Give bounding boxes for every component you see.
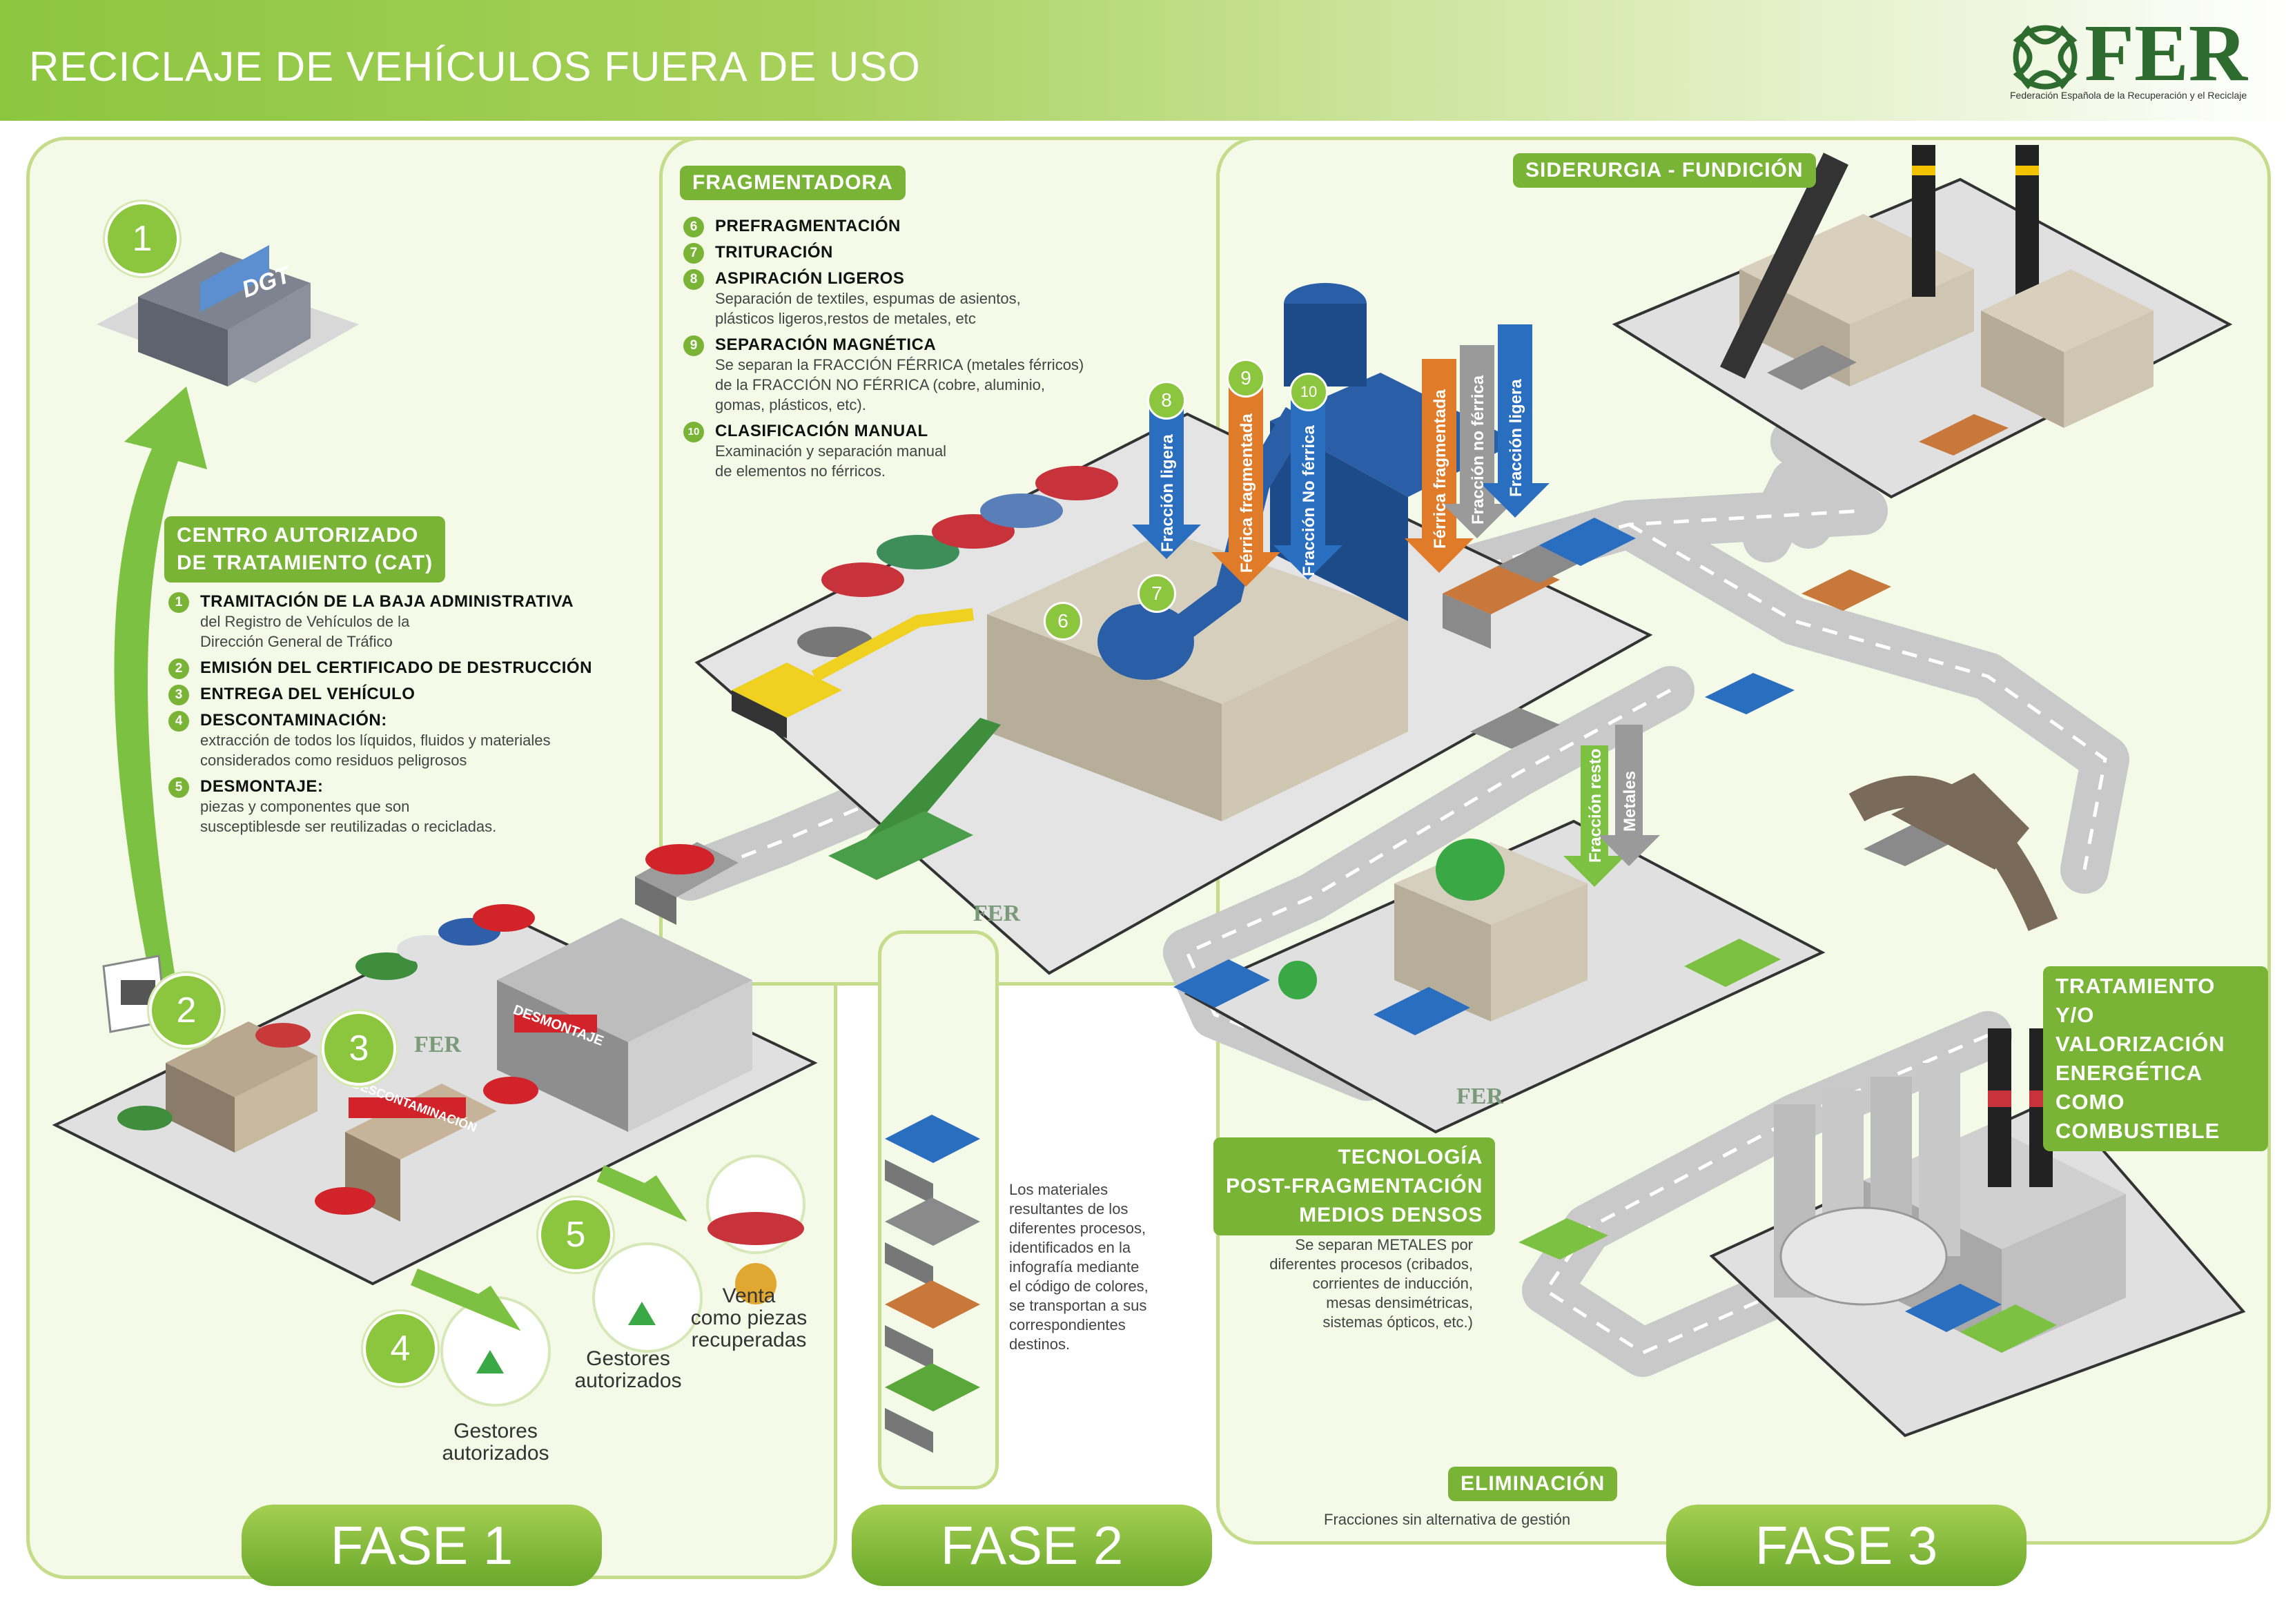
step-8-marker: 8: [1147, 381, 1186, 420]
step-5-marker: 5: [538, 1197, 613, 1272]
label-ferrica-fragmentada-2: Férrica fragmentada: [1431, 389, 1449, 549]
step-number: 6: [683, 217, 704, 237]
step-6-marker: 6: [1044, 602, 1082, 640]
cat-label: CENTRO AUTORIZADO DE TRATAMIENTO (CAT): [164, 516, 446, 583]
step-title: TRITURACIÓN: [715, 243, 833, 262]
eliminacion-description: Fracciones sin alternativa de gestión: [1324, 1511, 1571, 1528]
step-number: 4: [168, 711, 189, 732]
flow-arrow-grey: [1848, 775, 2058, 931]
energy-plant: [1774, 1028, 2126, 1353]
step-title: ENTREGA DEL VEHÍCULO: [200, 685, 416, 703]
cat-step: 2 EMISIÓN DEL CERTIFICADO DE DESTRUCCIÓN: [168, 658, 596, 679]
steel-plant: [1719, 145, 2154, 456]
tecnologia-description: Se separan METALES por diferentes proces…: [1269, 1236, 1473, 1331]
gestores-caption-5: Gestores autorizados: [574, 1347, 682, 1392]
cat-buildings: [166, 918, 752, 1222]
legend-trucks: [885, 1115, 980, 1453]
frag-step: 6 PREFRAGMENTACIÓN: [683, 217, 1166, 237]
step-title: TRAMITACIÓN DE LA BAJA ADMINISTRATIVA: [200, 592, 574, 611]
tratamiento-label: TRATAMIENTO Y/O VALORIZACIÓN ENERGÉTICA …: [2043, 966, 2268, 1151]
cat-step: 3 ENTREGA DEL VEHÍCULO: [168, 685, 596, 705]
logo-text: FER: [2084, 8, 2247, 98]
label-ferrica-fragmentada: Férrica fragmentada: [1238, 413, 1256, 573]
frag-step: 8 ASPIRACIÓN LIGEROS Separación de texti…: [683, 269, 1166, 329]
step-4-marker: 4: [363, 1311, 438, 1386]
cat-step: 5 DESMONTAJE: piezas y componentes que s…: [168, 777, 596, 837]
flow-arrows-phase2: [1132, 324, 1550, 587]
step-1-marker: 1: [105, 202, 179, 276]
step-number: 7: [683, 243, 704, 264]
dgt-building: [97, 245, 359, 387]
step-desc: Examinación y separación manual de eleme…: [715, 442, 947, 480]
fer-watermark-1: FER: [414, 1032, 461, 1057]
label-fraccion-ligera-2: Fracción ligera: [1507, 379, 1525, 497]
step-7-marker: 7: [1137, 574, 1176, 613]
fer-watermark-2: FER: [973, 901, 1020, 926]
arrow-to-gestores: [411, 1269, 521, 1331]
venta-caption: Venta como piezas recuperadas: [690, 1284, 808, 1351]
scrap-cars: [797, 466, 1118, 657]
step-number: 3: [168, 685, 189, 705]
frag-step: 10 CLASIFICACIÓN MANUAL Examinación y se…: [683, 422, 1166, 481]
step-10-marker: 10: [1289, 373, 1328, 411]
label-fraccion-resto: Fracción resto: [1586, 748, 1605, 863]
siderurgia-label: SIDERURGIA - FUNDICIÓN: [1513, 153, 1816, 188]
phase-3-pill: FASE 3: [1666, 1505, 2027, 1586]
step-number: 9: [683, 335, 704, 356]
step-desc: Se separan la FRACCIÓN FÉRRICA (metales …: [715, 356, 1084, 413]
step-2-marker: 2: [149, 973, 224, 1048]
cat-step: 4 DESCONTAMINACIÓN: extracción de todos …: [168, 711, 596, 770]
step-title: DESMONTAJE:: [200, 777, 324, 796]
excavator: [732, 608, 975, 738]
step-number: 2: [168, 658, 189, 679]
step-number: 10: [683, 422, 704, 442]
postfrag-plant: [1173, 725, 1781, 1035]
gestores-caption-4: Gestores autorizados: [442, 1420, 549, 1465]
step-number: 8: [683, 269, 704, 290]
step-number: 1: [168, 592, 189, 613]
parked-cars: [117, 904, 538, 1215]
materials-note: Los materiales resultantes de los difere…: [1009, 1181, 1149, 1353]
step-title: CLASIFICACIÓN MANUAL: [715, 422, 928, 440]
phase-1-pill: FASE 1: [242, 1505, 602, 1586]
eliminacion-label: ELIMINACIÓN: [1448, 1467, 1618, 1501]
fragmentadora-steps-list: 6 PREFRAGMENTACIÓN 7 TRITURACIÓN 8 ASPIR…: [683, 217, 1166, 488]
tecnologia-label: TECNOLOGÍA POST-FRAGMENTACIÓN MEDIOS DEN…: [1213, 1137, 1496, 1235]
frag-step: 9 SEPARACIÓN MAGNÉTICA Se separan la FRA…: [683, 335, 1166, 415]
step-title: PREFRAGMENTACIÓN: [715, 217, 901, 235]
fragmentadora-label: FRAGMENTADORA: [680, 166, 906, 200]
tow-truck: [635, 842, 739, 925]
phase-2-pill: FASE 2: [852, 1505, 1212, 1586]
frag-step: 7 TRITURACIÓN: [683, 243, 1166, 264]
step-title: SEPARACIÓN MAGNÉTICA: [715, 335, 937, 354]
step-desc: piezas y componentes que son susceptible…: [200, 798, 497, 835]
conveyor: [828, 718, 1001, 880]
label-fraccion-no-ferrica: Fracción No férrica: [1300, 425, 1318, 576]
step-desc: del Registro de Vehículos de la Direcció…: [200, 613, 410, 650]
page-title: RECICLAJE DE VEHÍCULOS FUERA DE USO: [29, 43, 921, 90]
logo-subtitle: Federación Española de la Recuperación y…: [2010, 90, 2247, 101]
arrow-to-venta: [596, 1165, 687, 1222]
step-number: 5: [168, 777, 189, 798]
exit-trucks: [1443, 518, 1636, 649]
fer-logo-icon: [2013, 25, 2078, 90]
recycle-circles: [440, 1155, 805, 1407]
cat-step: 1 TRAMITACIÓN DE LA BAJA ADMINISTRATIVA …: [168, 592, 596, 652]
flow-arrow: [114, 387, 207, 994]
label-fraccion-no-ferrica-2: Fracción no férrica: [1469, 375, 1487, 525]
step-desc: extracción de todos los líquidos, fluido…: [200, 732, 551, 769]
header-banner: [0, 0, 2295, 121]
fer-watermark-3: FER: [1456, 1084, 1503, 1109]
step-title: EMISIÓN DEL CERTIFICADO DE DESTRUCCIÓN: [200, 658, 592, 677]
step-title: ASPIRACIÓN LIGEROS: [715, 269, 905, 288]
step-title: DESCONTAMINACIÓN:: [200, 711, 387, 730]
step-3-marker: 3: [322, 1011, 396, 1086]
step-desc: Separación de textiles, espumas de asien…: [715, 290, 1021, 327]
label-metales: Metales: [1621, 770, 1639, 832]
step-9-marker: 9: [1227, 359, 1265, 398]
cat-steps-list: 1 TRAMITACIÓN DE LA BAJA ADMINISTRATIVA …: [168, 592, 596, 843]
